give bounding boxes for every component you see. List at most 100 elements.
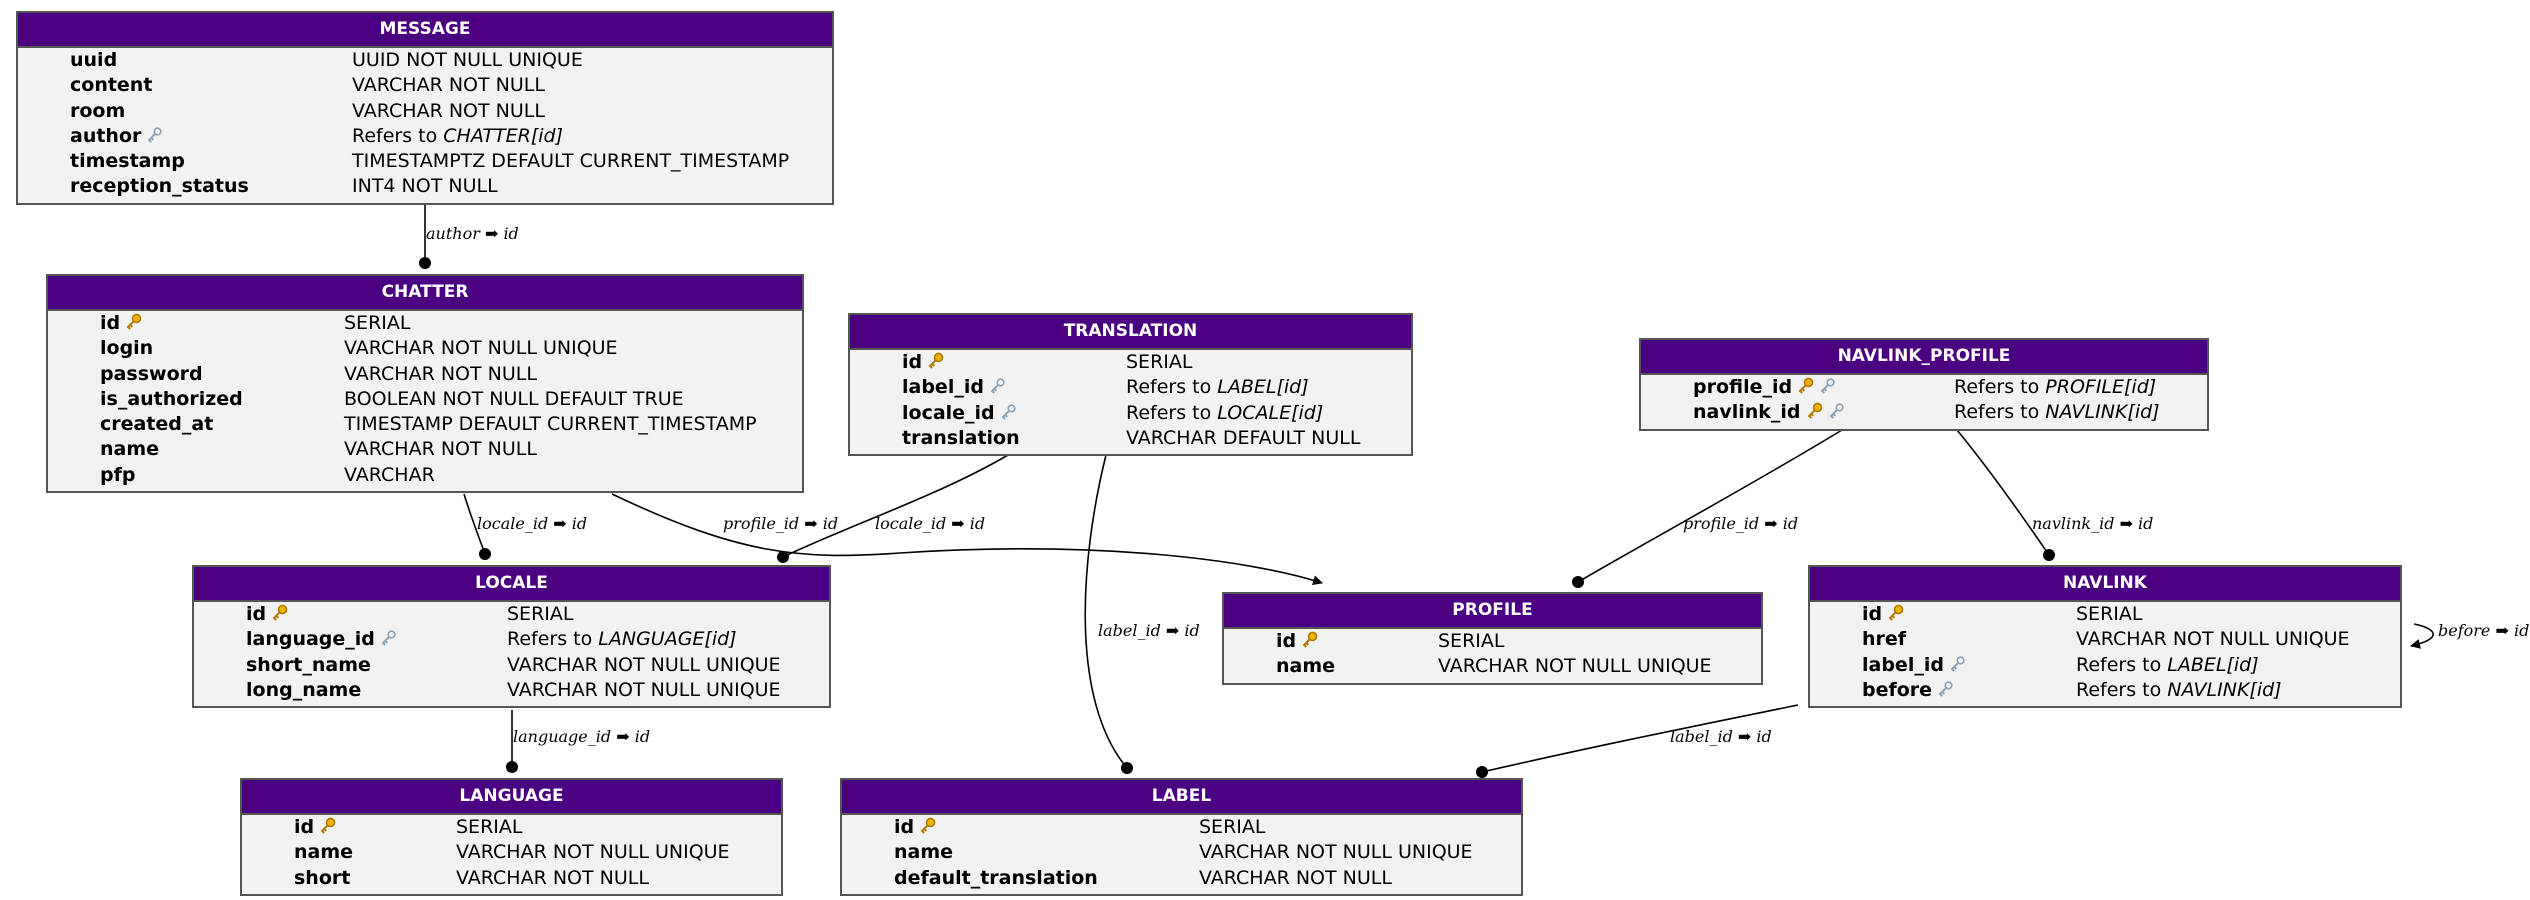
type-prefix: Refers to (1126, 376, 1218, 399)
type-reference: NAVLINK[id] (2045, 401, 2160, 424)
column-name-text: content (70, 74, 153, 97)
column-name-text: href (1862, 628, 1907, 651)
column-name-text: id (100, 312, 121, 334)
type-reference: LABEL[id] (2167, 653, 2259, 676)
column-name: navlink_id (1693, 400, 1845, 425)
column-type: VARCHAR NOT NULL UNIQUE (507, 653, 781, 676)
foreign-key-icon (1938, 681, 1953, 697)
edge-navlinkprofile-profile (1577, 429, 1843, 583)
column-name-text: login (100, 337, 154, 360)
column-name: id (1862, 602, 1904, 627)
column-name-text: pfp (100, 463, 136, 486)
edge-label-navlink-self: before ➡ id (2438, 621, 2529, 640)
column-name: id (1276, 629, 1318, 654)
edge-end-dot (479, 548, 491, 560)
column-row: label_id Refers to LABEL[id] (850, 375, 1411, 400)
column-name-text: reception_status (70, 175, 249, 198)
table-title: LANGUAGE (242, 780, 781, 815)
column-type: VARCHAR NOT NULL (1199, 866, 1392, 889)
column-name: short_name (246, 653, 371, 678)
column-name-text: default_translation (894, 866, 1098, 889)
column-name: name (894, 840, 953, 865)
column-type: VARCHAR NOT NULL UNIQUE (507, 678, 781, 701)
type-prefix: Refers to (2076, 653, 2168, 676)
foreign-key-icon (1820, 378, 1835, 394)
primary-key-icon (1302, 631, 1318, 648)
column-type: Refers to CHATTER[id] (352, 124, 563, 149)
primary-key-icon (1798, 377, 1814, 394)
column-name-text: id (294, 816, 315, 838)
edge-navlinkprofile-navlink (1956, 429, 2050, 556)
column-name-text: name (100, 438, 160, 461)
column-row: long_name VARCHAR NOT NULL UNIQUE (194, 678, 829, 703)
column-name: default_translation (894, 866, 1098, 891)
column-name: id (294, 815, 336, 840)
table-title: NAVLINK_PROFILE (1641, 340, 2207, 375)
column-name-text: before (1862, 678, 1933, 701)
edge-label-locale-language: language_id ➡ id (513, 727, 650, 746)
column-name-text: long_name (246, 678, 362, 701)
column-type: Refers to NAVLINK[id] (2076, 678, 2282, 703)
column-name: id (902, 350, 944, 375)
table-title: MESSAGE (18, 13, 832, 48)
column-name: short (294, 866, 350, 891)
column-name: language_id (246, 627, 397, 652)
column-name: label_id (1862, 653, 1966, 678)
column-name: reception_status (70, 174, 249, 199)
column-name: name (100, 437, 159, 462)
column-name: is_authorized (100, 387, 243, 412)
column-name: author (70, 124, 163, 149)
column-type: Refers to LABEL[id] (1126, 375, 1309, 400)
primary-key-icon (1888, 604, 1904, 621)
column-type: VARCHAR NOT NULL (344, 438, 537, 461)
edge-translation-locale (782, 454, 1009, 558)
column-name: before (1862, 678, 1954, 703)
column-row: default_translation VARCHAR NOT NULL (842, 866, 1521, 891)
foreign-key-icon (1950, 655, 1965, 672)
column-name-text: language_id (246, 628, 375, 651)
column-name: label_id (902, 375, 1006, 400)
column-type: SERIAL (1199, 816, 1266, 838)
column-type: VARCHAR (344, 463, 435, 486)
column-type: VARCHAR NOT NULL UNIQUE (1438, 655, 1712, 678)
primary-key-icon (272, 604, 288, 621)
column-type: TIMESTAMP DEFAULT CURRENT_TIMESTAMP (344, 413, 757, 436)
column-row: author Refers to CHATTER[id] (18, 124, 832, 149)
column-name-text: author (70, 124, 142, 147)
column-name: locale_id (902, 401, 1017, 426)
column-name: translation (902, 426, 1020, 451)
column-type: TIMESTAMPTZ DEFAULT CURRENT_TIMESTAMP (352, 150, 790, 173)
column-type: VARCHAR NOT NULL (352, 99, 545, 122)
column-name-text: profile_id (1693, 376, 1793, 398)
column-type: SERIAL (1438, 630, 1505, 652)
column-type: VARCHAR NOT NULL (352, 74, 545, 97)
column-row: content VARCHAR NOT NULL (18, 73, 832, 98)
column-name-text: uuid (70, 49, 118, 71)
column-name-text: locale_id (902, 401, 995, 424)
edge-end-dot (506, 761, 518, 773)
type-reference: CHATTER[id] (443, 124, 564, 147)
type-prefix: Refers to (1954, 401, 2046, 424)
edge-navlink-label (1481, 704, 1799, 773)
column-name: name (294, 840, 353, 865)
